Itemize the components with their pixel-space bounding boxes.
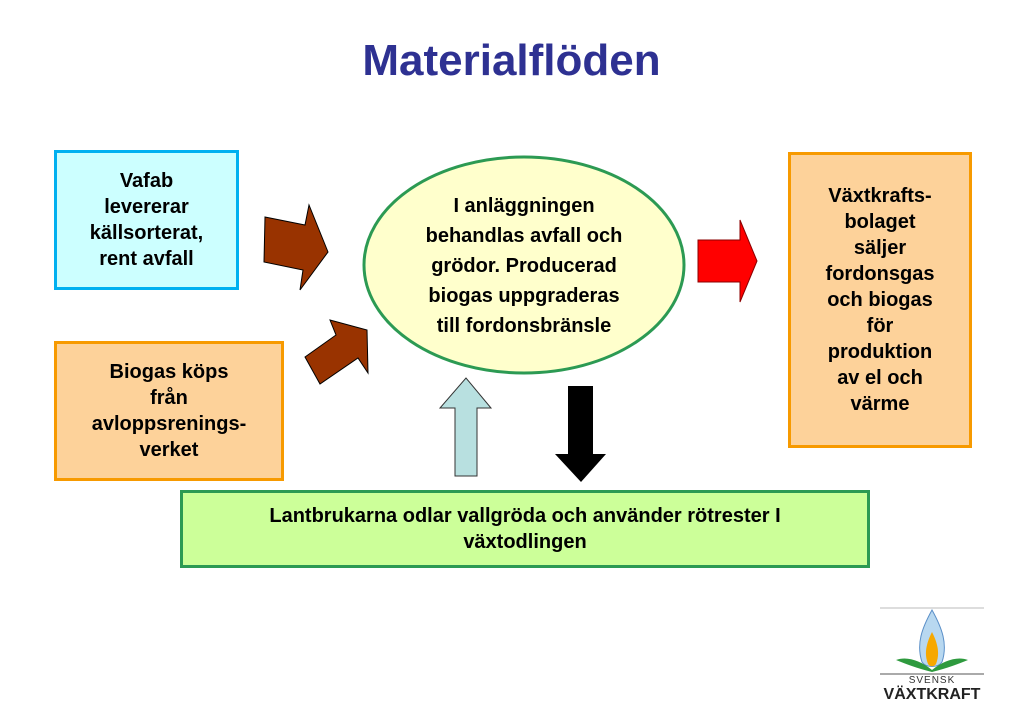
arrow-lantbrukarna-to-center	[438, 377, 493, 477]
lantbrukarna-text: Lantbrukarna odlar vallgröda och använde…	[269, 505, 781, 553]
logo-line1: SVENSK	[909, 675, 956, 686]
arrow-vafab-to-center	[263, 203, 329, 291]
lantbrukarna-box: Lantbrukarna odlar vallgröda och använde…	[180, 490, 870, 568]
page-title: Materialflöden	[362, 36, 661, 85]
center-ellipse	[362, 155, 686, 375]
flame-leaf-icon: SVENSK VÄXTKRAFT	[880, 607, 984, 703]
arrow-biogas-to-center	[304, 319, 369, 385]
arrow-center-to-vaxtkraft	[697, 219, 758, 303]
logo-line2: VÄXTKRAFT	[884, 685, 981, 703]
svensk-vaxtkraft-logo: SVENSK VÄXTKRAFT	[872, 604, 992, 712]
arrow-center-to-lantbrukarna	[555, 386, 606, 482]
